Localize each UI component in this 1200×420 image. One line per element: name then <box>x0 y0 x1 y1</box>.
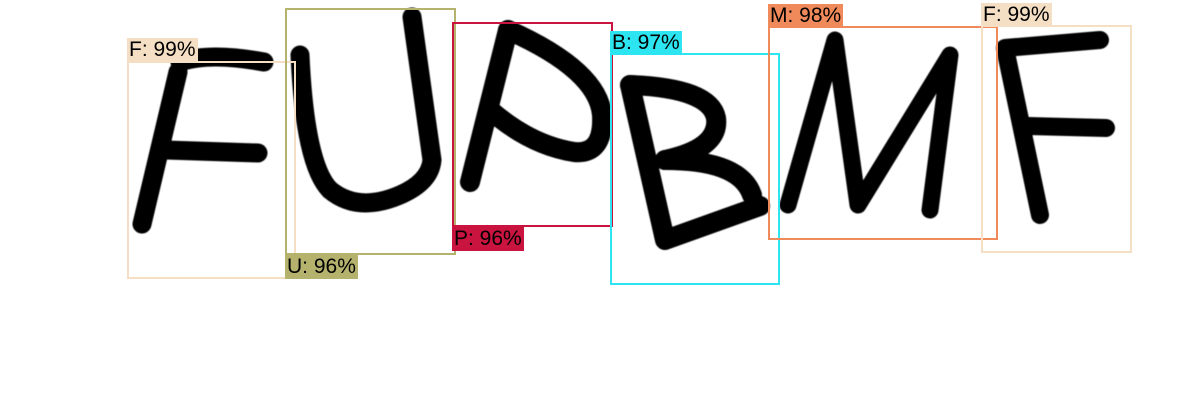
glyph-f-2 <box>996 31 1115 224</box>
detection-label-u: U: 96% <box>285 255 358 279</box>
detection-label-p: P: 96% <box>452 227 524 251</box>
detection-box-f <box>127 61 296 279</box>
glyph-b <box>620 75 770 250</box>
detection-box-f <box>981 25 1132 253</box>
detection-box-b <box>610 53 780 285</box>
detection-label-b: B: 97% <box>610 31 682 55</box>
glyph-m <box>779 31 959 219</box>
glyph-u <box>290 7 442 213</box>
detection-label-f: F: 99% <box>981 3 1052 27</box>
detection-box-p <box>452 22 613 227</box>
detection-box-m <box>768 26 998 240</box>
detection-box-u <box>285 8 456 255</box>
detection-label-f: F: 99% <box>127 38 198 62</box>
detection-label-m: M: 98% <box>768 4 844 28</box>
glyph-p <box>460 20 613 192</box>
